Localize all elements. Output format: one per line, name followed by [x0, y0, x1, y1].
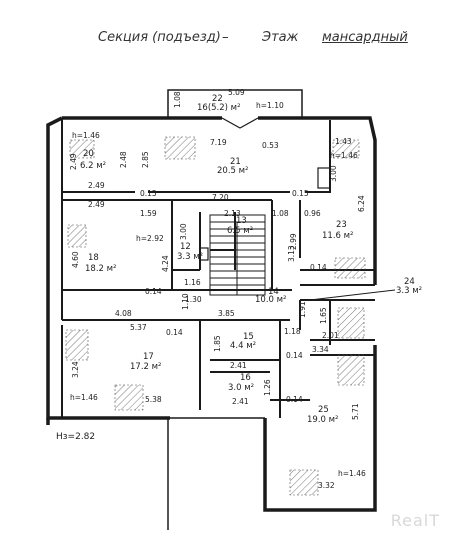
dim: h=1.46 [330, 151, 358, 160]
section-value: – [222, 30, 229, 45]
room-12-area: 3.3 м² [177, 252, 203, 262]
dim: 7.19 [210, 138, 227, 147]
room-18-area: 18.2 м² [85, 264, 116, 274]
room-16-area: 3.0 м² [228, 383, 254, 393]
room-21-area: 20.5 м² [217, 166, 248, 176]
dim: 3.00 [329, 165, 338, 182]
room-14-id: 14 [268, 287, 279, 297]
dim: 0.14 [310, 263, 327, 272]
dim: 0.53 [262, 141, 279, 150]
dim: 1.91 [298, 301, 307, 318]
room-12-id: 12 [180, 242, 191, 252]
dim: 1.59 [140, 209, 157, 218]
dim: 5.71 [351, 403, 360, 420]
dim: 4.24 [161, 255, 170, 272]
doors [199, 117, 331, 261]
room-25-id: 25 [318, 405, 329, 415]
room-15-area: 4.4 м² [230, 341, 256, 351]
dim: 1.08 [173, 91, 182, 108]
dim: 2.99 [289, 233, 298, 250]
dim: 5.38 [145, 395, 162, 404]
balcony-outline [167, 89, 303, 530]
dim: 3.00 [179, 223, 188, 240]
dim: 7.20 [212, 193, 229, 202]
dim: 0.15 [140, 189, 157, 198]
dim: 1.26 [263, 379, 272, 396]
dim: 1.16 [184, 278, 201, 287]
dim: 2.49 [88, 200, 105, 209]
room-21-id: 21 [230, 157, 241, 167]
dimension-labels: 5.09 1.08 h=1.10 h=1.46 7.19 0.53 1.43 h… [69, 88, 366, 490]
dim: 1.43 [335, 137, 352, 146]
room-24-pointer [309, 289, 396, 301]
dim: 3.32 [318, 481, 335, 490]
dim: 2.01 [322, 331, 339, 340]
dim: 5.09 [228, 88, 245, 97]
room-22-id: 22 [212, 94, 223, 104]
room-16-id: 16 [240, 373, 251, 383]
dim: 0.15 [292, 189, 309, 198]
dim: 2.49 [69, 153, 78, 170]
room-25-area: 19.0 м² [307, 415, 338, 425]
dim: 3.24 [71, 361, 80, 378]
room-17-area: 17.2 м² [130, 362, 161, 372]
staircase [209, 214, 266, 296]
dim: 2.48 [119, 151, 128, 168]
floor-value: мансардный [322, 30, 408, 45]
dim: 0.96 [304, 209, 321, 218]
outer-walls [46, 116, 377, 512]
dim: 4.60 [71, 251, 80, 268]
dim: 2.13 [224, 209, 241, 218]
room-20-id: 20 [83, 149, 94, 159]
room-labels: 22 16(5.2) м² 21 20.5 м² 20 6.2 м² 23 11… [80, 94, 422, 425]
dim: 1.18 [284, 327, 301, 336]
dim: 6.24 [357, 195, 366, 212]
dim: 2.85 [141, 151, 150, 168]
floor-label: Этаж [262, 30, 299, 45]
room-23-id: 23 [336, 220, 347, 230]
dim: 0.14 [286, 351, 303, 360]
dim: 2.41 [230, 361, 247, 370]
room-13-area: 6.5 м² [227, 226, 253, 236]
dim: 2.41 [232, 397, 249, 406]
room-13-id: 13 [236, 216, 247, 226]
room-22-area: 16(5.2) м² [197, 103, 241, 113]
room-18-id: 18 [88, 253, 99, 263]
dim: 3.34 [312, 345, 329, 354]
dim: 0.14 [166, 328, 183, 337]
dim: 1.30 [185, 295, 202, 304]
dim: 0.14 [286, 395, 303, 404]
section-label: Секция (подъезд) [98, 30, 221, 45]
dim: 3.85 [218, 309, 235, 318]
dim: 0.14 [145, 287, 162, 296]
dim: h=1.46 [338, 469, 366, 478]
dim: 1.65 [319, 307, 328, 324]
room-24-id: 24 [404, 277, 415, 287]
room-20-area: 6.2 м² [80, 161, 106, 171]
dim: 4.08 [115, 309, 132, 318]
room-14-area: 10.0 м² [255, 295, 286, 305]
room-23-area: 11.6 м² [322, 231, 353, 241]
dim: 1.85 [213, 335, 222, 352]
dim: h=1.10 [256, 101, 284, 110]
height-note: Нз=2.82 [56, 432, 96, 442]
dim: h=1.46 [72, 131, 100, 140]
dim: h=2.92 [136, 234, 164, 243]
room-15-id: 15 [243, 332, 254, 342]
low-height-zones [65, 136, 366, 496]
dim: 5.37 [130, 323, 147, 332]
dim: 3.13 [287, 245, 296, 262]
dim: h=1.46 [70, 393, 98, 402]
room-24-area: 3.3 м² [396, 286, 422, 296]
dim: 1.10 [181, 293, 190, 310]
watermark-logo: RealT [390, 511, 440, 530]
dim: 2.49 [88, 181, 105, 190]
room-17-id: 17 [143, 352, 154, 362]
dim: 1.08 [272, 209, 289, 218]
